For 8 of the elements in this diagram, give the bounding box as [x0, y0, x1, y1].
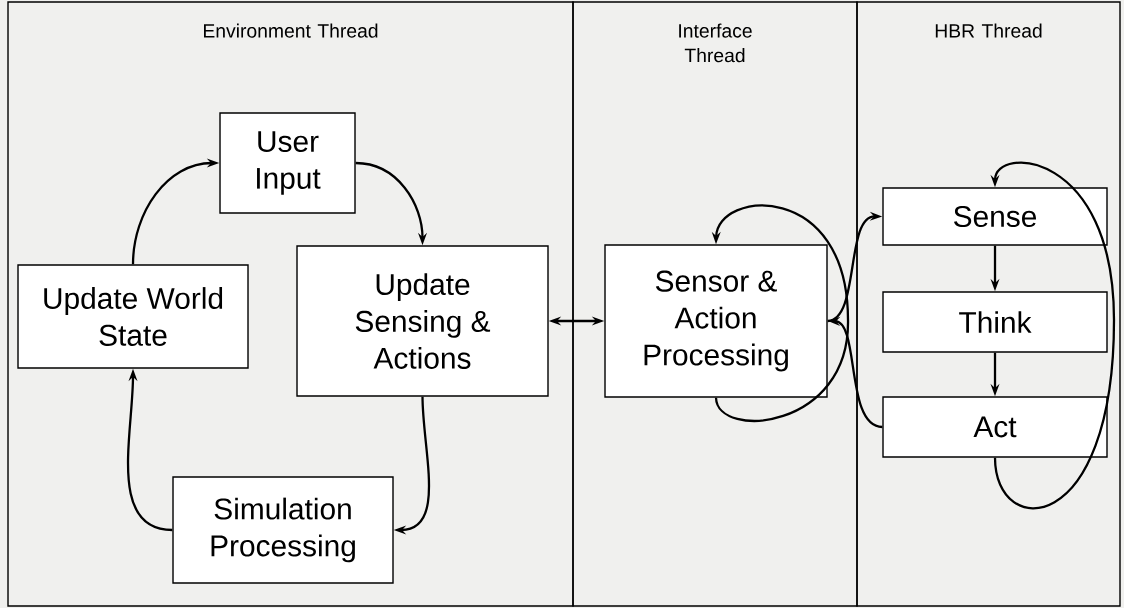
process-box: User Input [219, 112, 356, 214]
process-box: Simulation Processing [172, 476, 394, 584]
process-box: Sense [882, 187, 1108, 246]
process-box: Act [882, 396, 1108, 458]
process-box: Update World State [17, 264, 249, 369]
process-box: Sensor & Action Processing [604, 244, 828, 398]
process-box: Update Sensing & Actions [296, 245, 549, 397]
process-box: Think [882, 291, 1108, 353]
